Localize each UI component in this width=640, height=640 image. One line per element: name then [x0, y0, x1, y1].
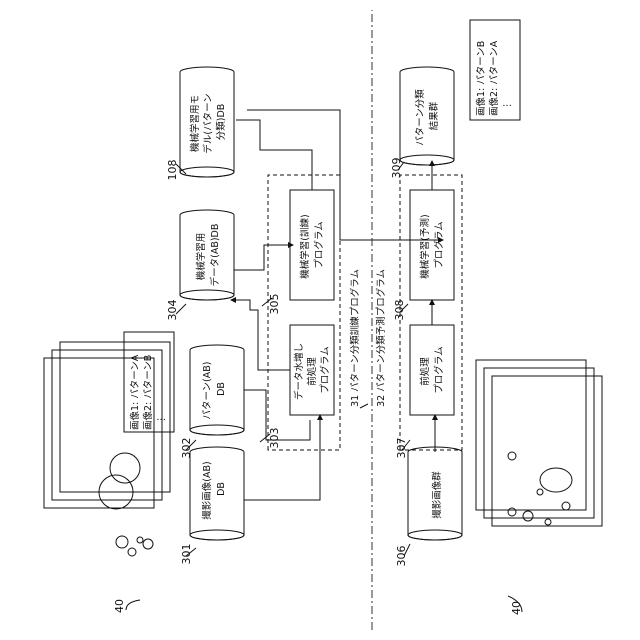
- box-ml-predict: [410, 190, 454, 300]
- ref-308: 308: [393, 300, 406, 321]
- ref-40-train: 40: [113, 599, 126, 613]
- node-label-307: 前処理 プログラム: [419, 346, 445, 393]
- ref-305: 305: [268, 294, 281, 315]
- group-predict-program: [400, 175, 462, 450]
- ref-303: 303: [268, 428, 281, 449]
- box-preproc: [410, 325, 454, 415]
- ref-302: 302: [180, 438, 193, 459]
- node-label-306: 撮影画像群: [431, 471, 443, 519]
- arrowheads-train: [230, 237, 444, 420]
- blob: [537, 489, 543, 495]
- ref-108: 108: [166, 160, 179, 181]
- blob: [545, 519, 551, 525]
- node-label-302: パターン(AB) DB: [202, 359, 227, 420]
- blob: [128, 548, 136, 556]
- note-text-result: 画像1: パターンB 画像2: パターンA ⋮: [475, 38, 513, 116]
- ref-304: 304: [166, 300, 179, 321]
- blob: [540, 468, 572, 492]
- blob: [143, 539, 153, 549]
- connector-lines-predict: [432, 164, 435, 452]
- node-label-308: 機械学習(予測) プログラム: [419, 211, 445, 278]
- note-text-ab: 画像1: パターンA 画像2: パターンB ⋮: [129, 352, 167, 430]
- blob: [116, 536, 128, 548]
- node-label-305: 機械学習(訓練) プログラム: [299, 211, 325, 278]
- blob: [137, 537, 143, 543]
- blob: [562, 502, 570, 510]
- box-ml-train: [290, 190, 334, 300]
- blob: [523, 511, 533, 521]
- node-label-108: 機械学習用モ デル(パターン 分類)DB: [189, 90, 227, 153]
- node-label-309: パターン分類 結果群: [415, 86, 440, 146]
- node-label-301: 撮影画像(AB) DB: [201, 458, 227, 519]
- ref-309: 309: [390, 158, 403, 179]
- group-label-train: 31 パターン分類訓練プログラム: [349, 269, 361, 407]
- blob: [508, 452, 516, 460]
- node-label-303: データ水増し 前処理 プログラム: [293, 340, 331, 400]
- db-ml-data: [180, 210, 234, 300]
- node-label-304: 機械学習用 データ(AB)DB: [195, 224, 221, 287]
- ref-40-predict: 40: [510, 601, 523, 615]
- rotated-diagram: [44, 10, 602, 630]
- db-results: [400, 67, 454, 165]
- ref-301: 301: [180, 544, 193, 565]
- image-stack-predict: [476, 360, 602, 526]
- blob: [110, 453, 140, 483]
- blob: [508, 508, 516, 516]
- ref-307: 307: [395, 438, 408, 459]
- group-label-predict: 32 パターン分類予測プログラム: [375, 269, 387, 407]
- ref-306: 306: [395, 546, 408, 567]
